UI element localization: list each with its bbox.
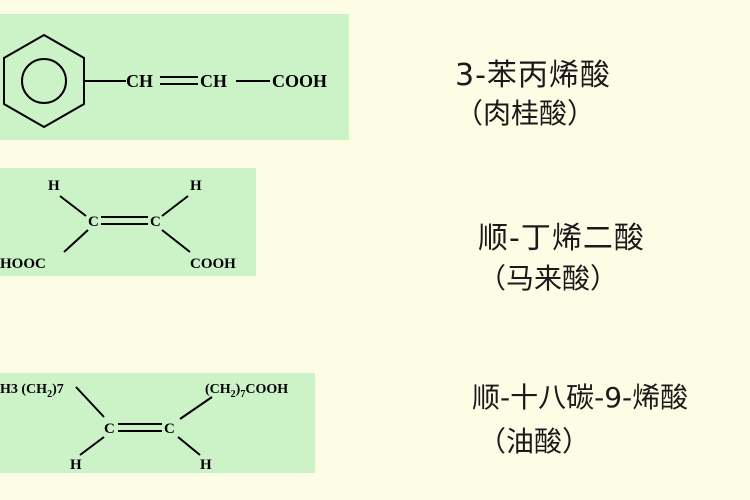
benzene-ring <box>3 33 85 129</box>
right-chain-sub: 2 <box>231 389 236 400</box>
compound-alias-2: （马来酸） <box>478 262 619 295</box>
compound-name-2: 顺-丁烯二酸 <box>478 221 645 256</box>
c-h-bond-right-3 <box>177 436 201 456</box>
compound-name-1: 3-苯丙烯酸 <box>455 58 611 93</box>
chain-c-bond-right <box>179 396 213 420</box>
c-cooh-bond-right <box>161 229 191 253</box>
benzene-aromatic-circle <box>21 58 67 104</box>
oleic-acid-structure: H3 (CH2)7 (CH2)7COOH C C H H <box>0 382 288 473</box>
h-c-bond-right <box>161 195 189 217</box>
left-chain-label: H3 (CH2)7 <box>0 382 64 400</box>
h-label-right: H <box>190 178 202 194</box>
cooh-label-2: COOH <box>190 256 236 272</box>
c-label-left-3: C <box>104 421 115 437</box>
right-chain-sub7: 7 <box>240 389 245 400</box>
maleic-acid-structure: H H C C HOOC COOH <box>0 178 236 272</box>
h-c-bond-left <box>59 195 87 217</box>
hooc-label: HOOC <box>0 256 46 272</box>
right-chain-label: (CH2)7COOH <box>205 382 288 400</box>
left-chain-main: H3 (CH <box>0 382 47 397</box>
compound-alias-1: （肉桂酸） <box>455 97 596 130</box>
compound-name-3: 顺-十八碳-9-烯酸 <box>472 381 689 414</box>
ch-label-2: CH <box>200 71 227 91</box>
maleic-acid-structure-panel: H H C C HOOC COOH <box>0 168 256 276</box>
right-chain-cooh: COOH <box>245 382 288 397</box>
left-chain-end: )7 <box>52 382 64 397</box>
cinnamic-acid-structure: CH CH COOH <box>3 33 327 129</box>
left-chain-sub: 2 <box>47 389 52 400</box>
cinnamic-acid-structure-panel: CH CH COOH <box>0 14 349 140</box>
cooh-label: COOH <box>272 71 327 91</box>
c-h-bond-left-3 <box>79 436 105 456</box>
h-label-left-3: H <box>70 457 82 473</box>
oleic-acid-structure-panel: H3 (CH2)7 (CH2)7COOH C C H H <box>0 373 315 473</box>
compound-alias-3: （油酸） <box>478 425 591 458</box>
h-label-right-3: H <box>200 457 212 473</box>
c-label-left: C <box>88 214 99 230</box>
c-cooh-bond-left <box>63 229 89 253</box>
chain-c-bond-left <box>75 386 105 418</box>
right-chain-main: (CH <box>205 382 231 397</box>
h-label-left: H <box>48 178 60 194</box>
c-label-right: C <box>150 214 161 230</box>
ch-label-1: CH <box>126 71 153 91</box>
right-chain-end: ) <box>236 382 241 397</box>
c-label-right-3: C <box>164 421 175 437</box>
